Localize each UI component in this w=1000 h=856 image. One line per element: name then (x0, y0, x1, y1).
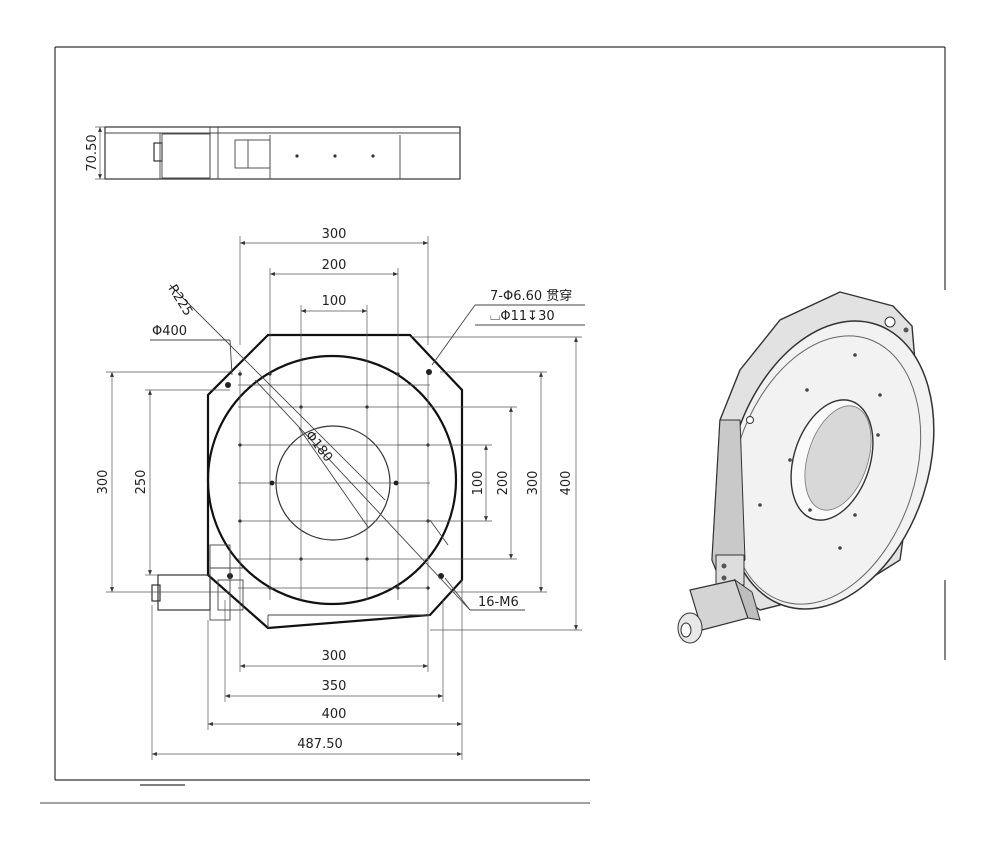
dim-top-100: 100 (322, 294, 347, 309)
dim-right-200: 200 (496, 471, 511, 496)
dim-bottom-400: 400 (322, 707, 347, 722)
side-view-height-label: 70.50 (85, 134, 100, 171)
dim-left-300: 300 (96, 470, 111, 495)
plan-view: 300 200 100 300 350 400 487.50 300 250 (96, 227, 585, 760)
side-view: 70.50 (85, 126, 461, 180)
drawing-frame (40, 46, 946, 804)
dim-bottom-300: 300 (322, 649, 347, 664)
inner-diameter-label: Φ180 (302, 428, 335, 465)
rotary-table-outer-circle (206, 354, 458, 606)
thread-callout: 16-M6 (478, 595, 519, 610)
isometric-motor (677, 554, 761, 644)
radius-label: R225 (165, 282, 196, 319)
outer-diameter-label: Φ400 (152, 324, 187, 339)
dim-right-400: 400 (559, 471, 574, 496)
dim-right-300: 300 (526, 471, 541, 496)
housing-outline (206, 333, 464, 630)
dim-left-250: 250 (134, 470, 149, 495)
hole-callout-line1: 7-Φ6.60 贯穿 (490, 288, 572, 304)
grid-lines (238, 370, 430, 600)
dim-top-200: 200 (322, 258, 347, 273)
dim-right-100: 100 (471, 471, 486, 496)
dim-bottom-487-50: 487.50 (297, 737, 343, 752)
dim-top-300: 300 (322, 227, 347, 242)
motor (151, 544, 244, 621)
dim-bottom-350: 350 (322, 679, 347, 694)
hole-callout-line2: ⌴Φ11↧30 (490, 309, 555, 324)
isometric-render (677, 291, 935, 644)
